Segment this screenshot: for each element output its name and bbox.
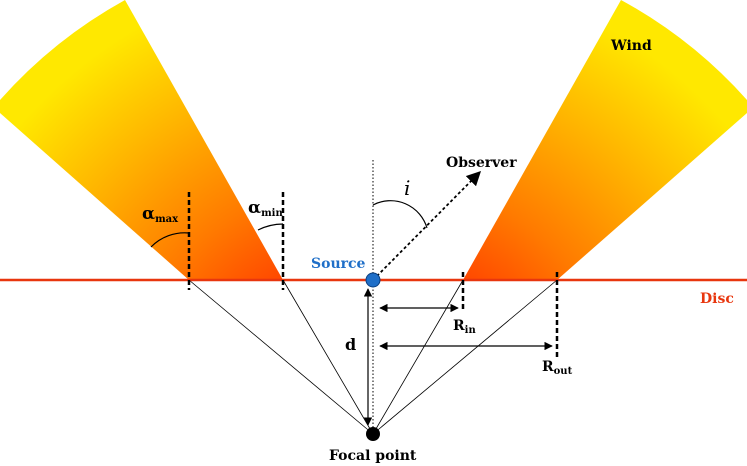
wind-footpoint-markers — [187, 192, 559, 358]
r-out-symbol: R — [542, 359, 554, 375]
source-label: Source — [311, 256, 366, 272]
r-in-label: Rin — [453, 318, 476, 336]
observer-line — [372, 170, 482, 281]
alpha-max-arc — [150, 232, 190, 248]
alpha-max-label: αmax — [142, 204, 179, 225]
observer-label: Observer — [446, 155, 517, 171]
r-in-subscript: in — [465, 325, 477, 336]
alpha-max-subscript: max — [155, 214, 179, 225]
focal-point-label: Focal point — [329, 448, 417, 464]
alpha-max-symbol: α — [142, 204, 155, 224]
alpha-min-symbol: α — [248, 198, 261, 218]
alpha-min-subscript: min — [261, 208, 283, 219]
alpha-min-label: αmin — [248, 198, 283, 219]
r-in-symbol: R — [453, 318, 465, 334]
focal-point — [366, 427, 380, 441]
source-point — [365, 272, 381, 288]
wind-cone-left — [0, 0, 283, 280]
wind-label: Wind — [610, 38, 652, 54]
alpha-min-arc — [257, 223, 284, 231]
inclination-arc — [372, 200, 428, 229]
d-label: d — [345, 335, 356, 354]
r-out-label: Rout — [542, 359, 573, 377]
inclination-label: i — [404, 176, 410, 200]
disc-label: Disc — [700, 291, 734, 307]
wind-cone-right — [463, 0, 747, 280]
focal-rays — [188, 279, 558, 435]
r-out-subscript: out — [554, 366, 573, 377]
